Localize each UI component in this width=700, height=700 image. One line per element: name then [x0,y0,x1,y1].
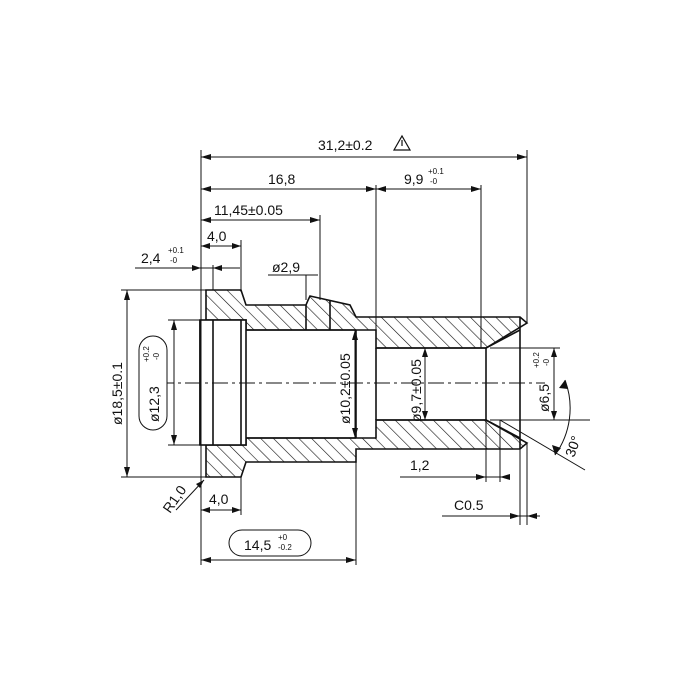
dim-chamfer-text: C0.5 [454,497,484,513]
svg-text:-0: -0 [170,256,178,265]
dim-dia-12-3-text: ø12,3 [146,386,162,422]
svg-text:+0.2: +0.2 [142,346,151,362]
dim-1-2-text: 1,2 [410,457,430,473]
dim-4-0-top-text: 4,0 [207,228,227,244]
dim-9-9-text: 9,9 [404,171,424,187]
dim-dia-10-2: ø10,2±0.05 [337,330,358,438]
dim-dia-9-7-text: ø9,7±0.05 [408,359,424,422]
dim-dia-6-5-text: ø6,5 [536,384,552,412]
dim-9-9: 9,9 +0.1 -0 [376,167,481,192]
dim-2-4: 2,4 +0.1 -0 [135,246,240,271]
dim-4-0-top: 4,0 [201,228,241,249]
dim-chamfer: C0.5 [442,497,540,519]
part-section [158,289,545,478]
svg-text:-0: -0 [152,352,161,360]
dim-14-5-text: 14,5 [244,537,271,553]
dim-radius: R1,0 [159,479,205,516]
dim-14-5: 14,5 +0 -0.2 [201,529,356,563]
dim-11-45-text: 11,45±0.05 [214,202,283,218]
svg-text:+0.1: +0.1 [168,246,184,255]
dim-1-2: 1,2 [400,457,510,480]
dim-dia-2-9-text: ø2,9 [272,259,300,275]
dim-dia-2-9: ø2,9 [268,259,318,300]
dim-dia-18-5: ø18,5±0.1 [109,290,130,477]
dim-11-45: 11,45±0.05 [201,202,320,223]
dim-16-8-text: 16,8 [268,171,295,187]
dim-16-8: 16,8 [201,171,376,192]
extension-lines [121,150,560,565]
section-upper-wall [205,289,529,349]
svg-text:-0.2: -0.2 [278,543,292,552]
dim-dia-10-2-text: ø10,2±0.05 [337,353,353,424]
section-lower-wall [205,419,529,478]
dim-dia-9-7: ø9,7±0.05 [408,348,428,422]
svg-text:-0: -0 [430,177,438,186]
dim-radius-text: R1,0 [159,482,189,516]
svg-text:+0.2: +0.2 [532,352,541,368]
dim-overall-length-text: 31,2±0.2 [318,137,373,153]
svg-text:+0.1: +0.1 [428,167,444,176]
dim-angle-30: 30° [499,379,590,471]
warning-triangle-icon [392,134,412,151]
dim-dia-6-5: ø6,5 +0.2 -0 [532,348,557,420]
svg-text:-0: -0 [542,358,551,366]
dim-dia-18-5-text: ø18,5±0.1 [109,362,125,425]
dim-overall-length: 31,2±0.2 [201,134,527,160]
dim-4-0-bottom-text: 4,0 [209,491,229,507]
dim-dia-12-3: ø12,3 +0.2 -0 [138,320,177,445]
svg-text:+0: +0 [278,533,288,542]
flange-recess [199,319,247,446]
dim-2-4-text: 2,4 [141,250,161,266]
dim-4-0-bottom: 4,0 [201,491,241,513]
dim-angle-30-text: 30° [562,434,584,459]
